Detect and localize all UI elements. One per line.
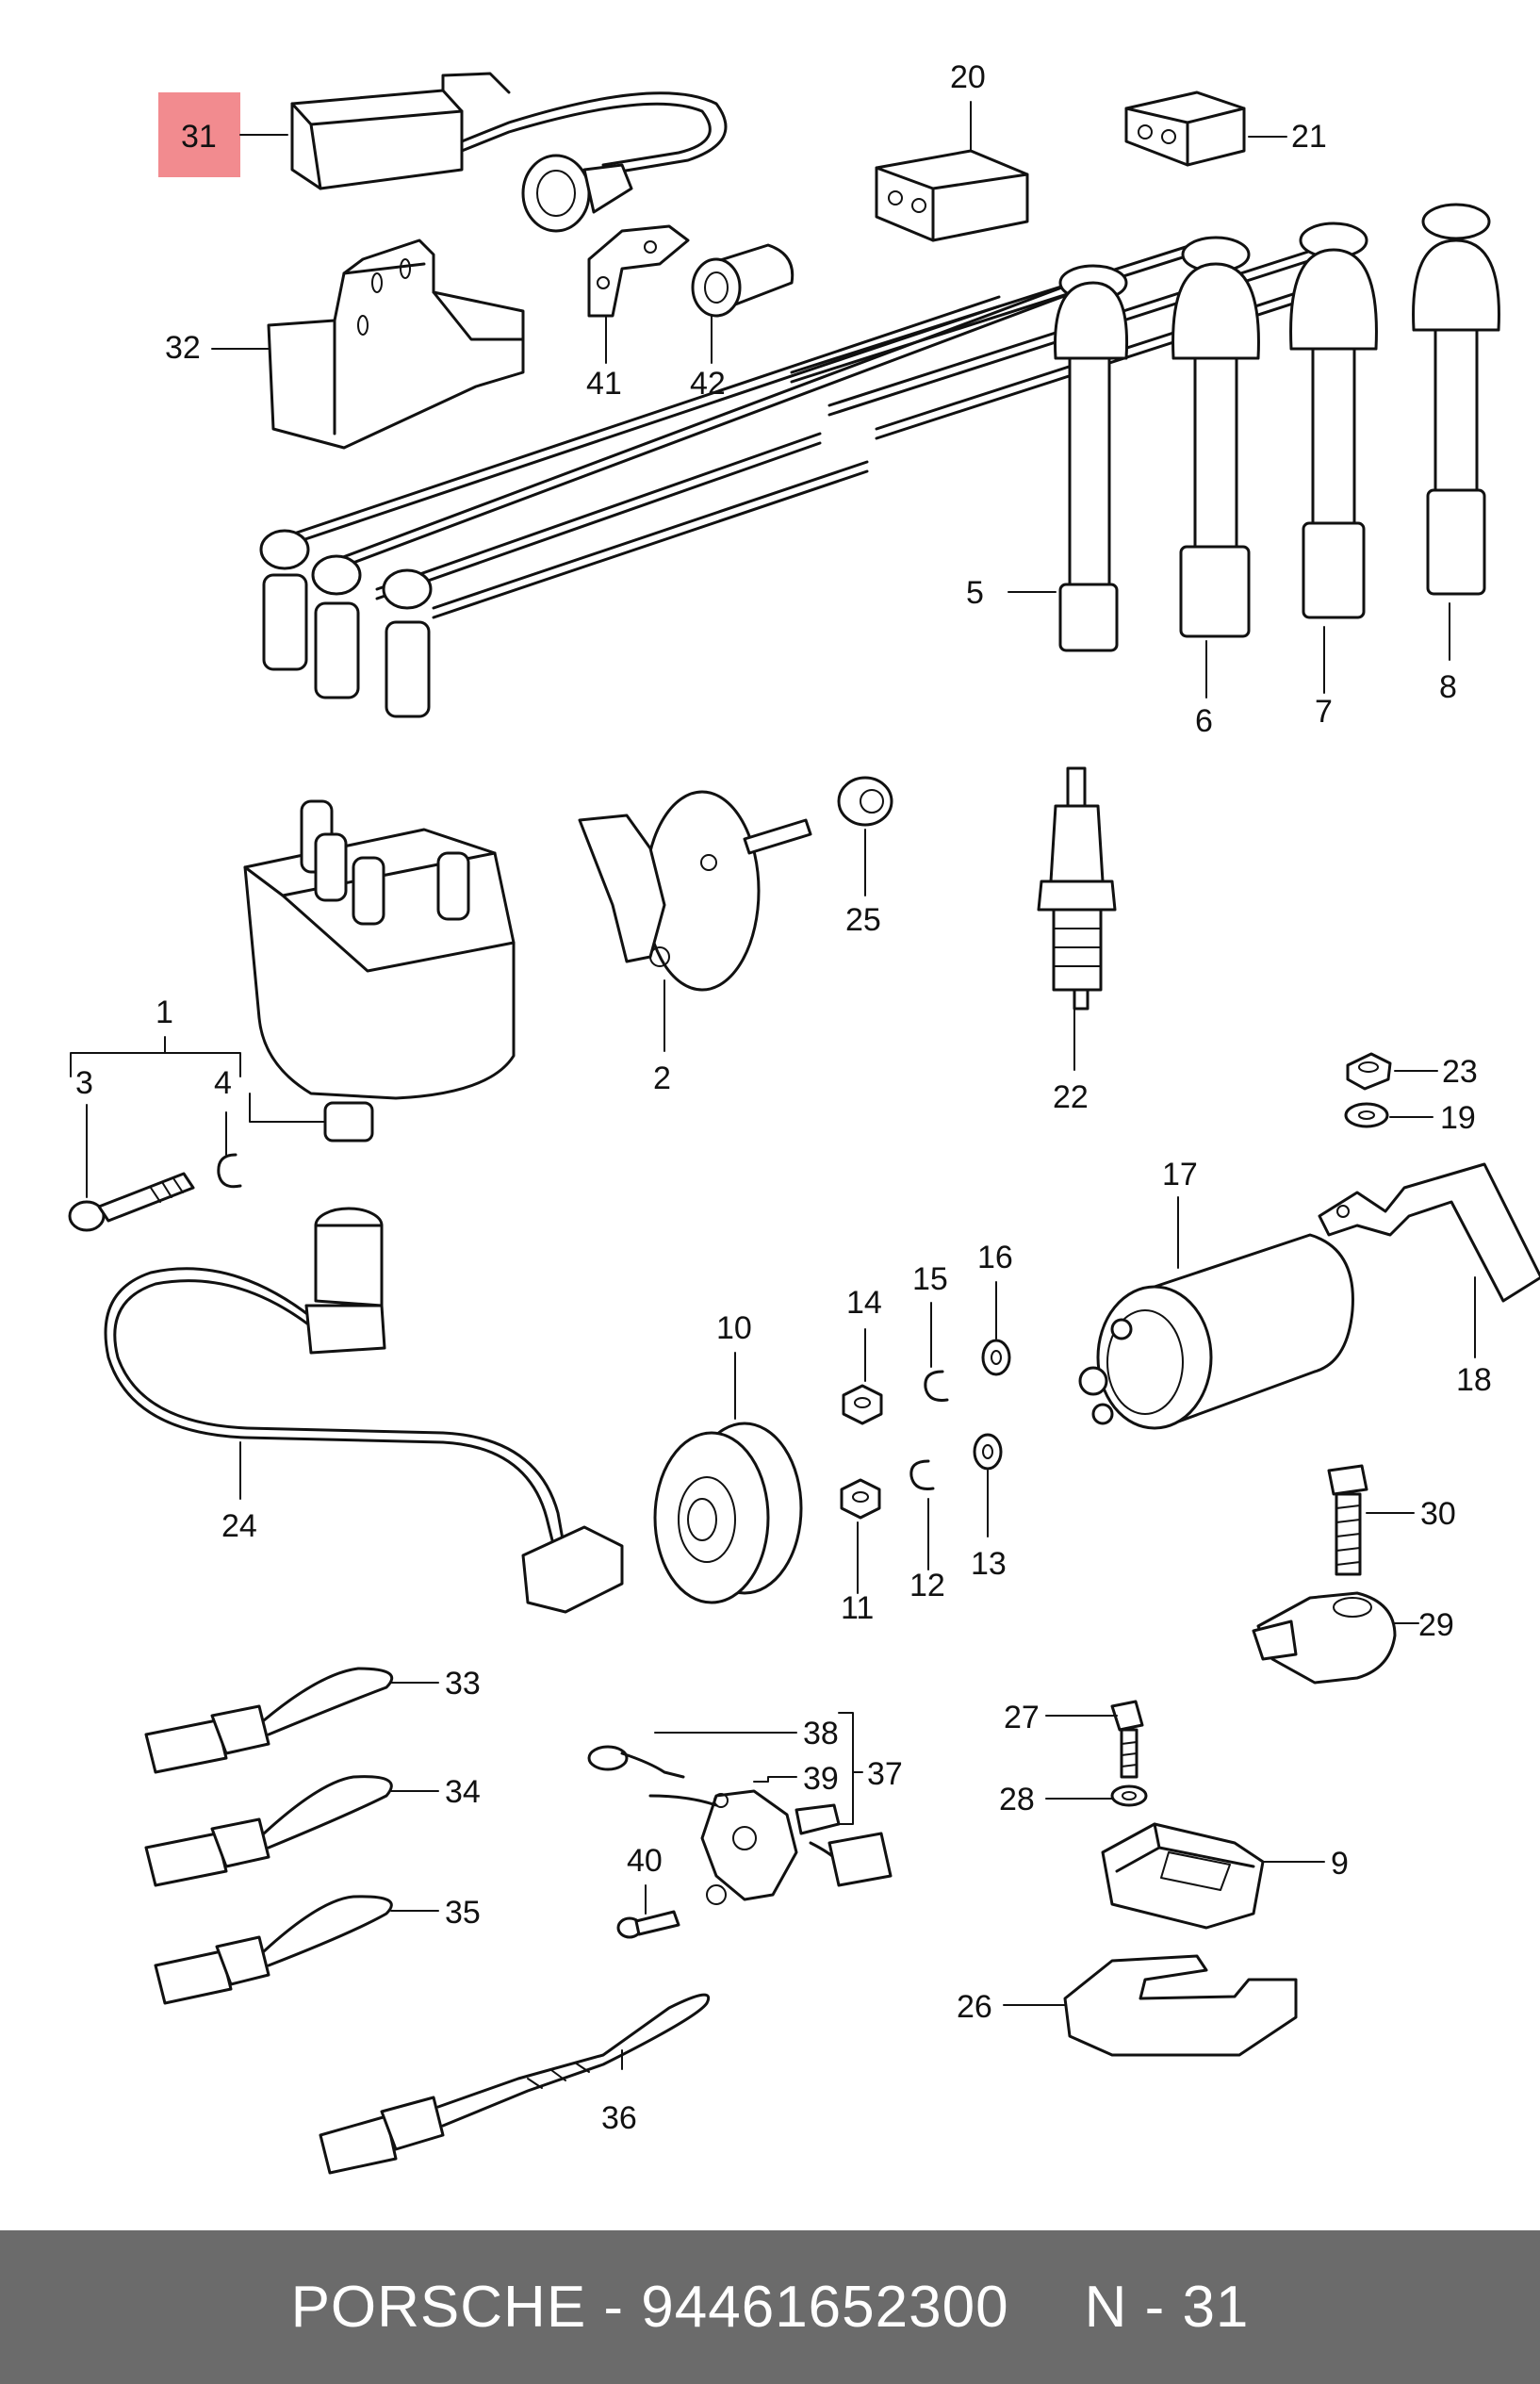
callout-6: 6 bbox=[1195, 703, 1213, 739]
part-22-spark-plug bbox=[1037, 766, 1117, 1011]
callout-17: 17 bbox=[1162, 1157, 1198, 1192]
callout-16: 16 bbox=[977, 1240, 1013, 1275]
callout-28: 28 bbox=[999, 1782, 1035, 1817]
callout-34: 34 bbox=[445, 1774, 481, 1810]
part-13-washer bbox=[973, 1433, 1003, 1471]
part-7-boot bbox=[1289, 222, 1378, 619]
part-2-rotor bbox=[578, 790, 812, 992]
callout-42: 42 bbox=[690, 366, 726, 402]
highlight-box bbox=[158, 92, 240, 177]
part-38-clip bbox=[587, 1745, 685, 1779]
part-8-boot bbox=[1412, 203, 1500, 596]
part-number-label: PORSCHE - 94461652300 bbox=[290, 2275, 1009, 2340]
callout-12: 12 bbox=[909, 1568, 945, 1603]
callout-19: 19 bbox=[1440, 1100, 1476, 1136]
part-12-clip bbox=[909, 1459, 935, 1490]
part-5-boot bbox=[1054, 264, 1129, 652]
callout-35: 35 bbox=[445, 1895, 481, 1931]
part-34-jumper bbox=[144, 1775, 393, 1887]
callout-27: 27 bbox=[1004, 1700, 1040, 1735]
part-23-nut bbox=[1346, 1052, 1392, 1091]
callout-5: 5 bbox=[966, 575, 984, 611]
callout-21: 21 bbox=[1291, 119, 1327, 155]
part-14-nut bbox=[842, 1384, 883, 1425]
callout-10: 10 bbox=[716, 1310, 752, 1346]
callout-26: 26 bbox=[957, 1989, 992, 2025]
leader-lines bbox=[70, 101, 1476, 2070]
callout-30: 30 bbox=[1420, 1496, 1456, 1532]
part-35-jumper bbox=[154, 1895, 393, 2005]
part-20-separator bbox=[875, 149, 1029, 242]
callout-33: 33 bbox=[445, 1666, 481, 1702]
part-9-module bbox=[1101, 1822, 1265, 1930]
part-19-washer bbox=[1344, 1102, 1389, 1128]
part-36-harness bbox=[319, 1993, 710, 2175]
callout-38: 38 bbox=[803, 1716, 839, 1751]
callout-4: 4 bbox=[214, 1065, 232, 1101]
part-26-plate bbox=[1063, 1954, 1298, 2057]
part-1-distributor bbox=[243, 799, 516, 1143]
part-29-knock-sensor bbox=[1252, 1591, 1397, 1685]
part-17-coil bbox=[1078, 1233, 1354, 1430]
callout-31: 31 bbox=[181, 119, 217, 155]
diagram-code-label: N - 31 bbox=[1084, 2275, 1250, 2340]
callout-11: 11 bbox=[841, 1590, 874, 1626]
part-40-screw bbox=[616, 1910, 680, 1939]
part-27-bolt bbox=[1110, 1700, 1144, 1779]
callout-23: 23 bbox=[1442, 1054, 1478, 1090]
callout-24: 24 bbox=[221, 1508, 257, 1544]
part-24-sensor-cable bbox=[104, 1207, 624, 1614]
part-30-bolt bbox=[1327, 1464, 1368, 1576]
callout-18: 18 bbox=[1456, 1362, 1492, 1398]
callout-13: 13 bbox=[971, 1546, 1007, 1582]
callout-15: 15 bbox=[912, 1261, 948, 1297]
callout-39: 39 bbox=[803, 1761, 839, 1797]
part-42-connector bbox=[691, 243, 795, 318]
callout-1: 1 bbox=[156, 995, 173, 1030]
part-16-washer bbox=[981, 1339, 1011, 1376]
part-10-pulley bbox=[653, 1422, 803, 1604]
part-15-clip bbox=[924, 1370, 949, 1402]
part-32-bracket bbox=[267, 238, 525, 450]
callout-14: 14 bbox=[846, 1285, 882, 1321]
callout-25: 25 bbox=[845, 902, 881, 938]
footer-bar: PORSCHE - 94461652300 N - 31 bbox=[0, 2230, 1540, 2384]
part-31-control-unit bbox=[290, 72, 728, 233]
callout-41: 41 bbox=[586, 366, 622, 402]
callout-22: 22 bbox=[1053, 1079, 1089, 1115]
callout-9: 9 bbox=[1331, 1846, 1349, 1882]
part-33-jumper bbox=[144, 1667, 394, 1774]
parts-diagram: 31 20 21 32 41 42 5 6 7 8 1 3 4 2 25 22 … bbox=[68, 59, 1540, 2175]
callout-2: 2 bbox=[653, 1060, 671, 1096]
part-39-sensor bbox=[648, 1789, 893, 1905]
callout-40: 40 bbox=[627, 1843, 663, 1879]
part-18-strap bbox=[1318, 1162, 1540, 1303]
part-28-washer bbox=[1110, 1784, 1148, 1807]
callout-36: 36 bbox=[601, 2100, 637, 2136]
callout-29: 29 bbox=[1418, 1607, 1454, 1643]
part-41-bracket bbox=[587, 224, 690, 318]
part-25-ring bbox=[837, 776, 893, 827]
callout-37: 37 bbox=[867, 1756, 903, 1792]
callout-3: 3 bbox=[75, 1065, 93, 1101]
part-3-screw bbox=[68, 1172, 195, 1232]
callout-7: 7 bbox=[1315, 694, 1333, 730]
part-4-clip bbox=[217, 1153, 242, 1189]
wire-terminals-left bbox=[259, 529, 433, 718]
part-21-separator bbox=[1124, 90, 1246, 167]
callout-32: 32 bbox=[165, 330, 201, 366]
callout-labels: 31 20 21 32 41 42 5 6 7 8 1 3 4 2 25 22 … bbox=[75, 59, 1492, 2136]
part-11-nut bbox=[840, 1478, 881, 1520]
callout-20: 20 bbox=[950, 59, 986, 95]
callout-8: 8 bbox=[1439, 669, 1457, 705]
part-6-boot bbox=[1171, 236, 1260, 638]
